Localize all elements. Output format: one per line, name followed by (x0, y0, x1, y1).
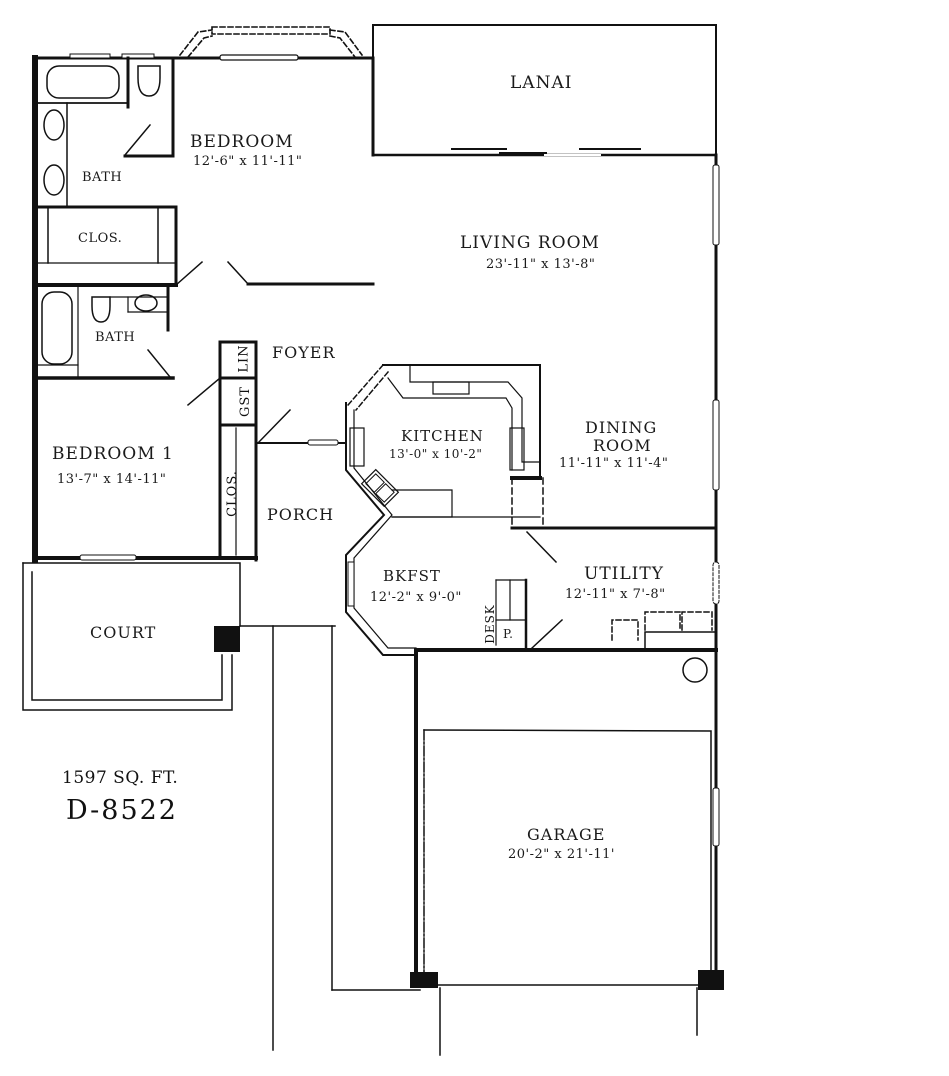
label-linen: LIN (236, 344, 252, 373)
dim-living-room: 23'-11" x 13'-8" (486, 257, 596, 272)
label-living-room: LIVING ROOM (460, 233, 600, 253)
dim-bedroom-1: 13'-7" x 14'-11" (57, 472, 167, 487)
label-master-closet: CLOS. (78, 231, 123, 246)
east-wall (712, 153, 720, 987)
master-bath-fixtures (34, 56, 175, 206)
dim-garage: 20'-2" x 21'-11' (508, 847, 615, 862)
label-foyer: FOYER (272, 343, 336, 362)
bay-window (178, 26, 364, 59)
hall-closets (186, 340, 292, 562)
dim-master-bedroom: 12'-6" x 11'-11" (193, 154, 303, 169)
master-bedroom-doors (174, 260, 375, 287)
master-wing-walls (32, 53, 718, 563)
label-lanai: LANAI (510, 73, 573, 93)
master-closet-walls (33, 205, 178, 287)
label-guest-closet: GST (237, 386, 253, 417)
label-pantry: P. (503, 627, 514, 641)
bath-2-fixtures (33, 283, 175, 380)
utility-fixtures (495, 578, 717, 652)
label-dining-room-line2: ROOM (593, 436, 652, 455)
label-kitchen: KITCHEN (401, 427, 484, 445)
label-bath-2: BATH (95, 330, 136, 345)
dim-dining-room: 11'-11" x 11'-4" (559, 456, 669, 471)
label-master-bedroom: BEDROOM (190, 132, 294, 152)
dining-partition (510, 476, 718, 564)
square-footage: 1597 SQ. FT. (62, 768, 179, 788)
entry-door (255, 439, 346, 446)
label-porch: PORCH (267, 505, 335, 524)
label-master-bath: BATH (82, 170, 123, 185)
label-bedroom-1: BEDROOM 1 (52, 444, 174, 464)
walkway-lines (272, 625, 698, 1056)
bedroom-1-bottom-wall (33, 554, 258, 561)
label-dining-room-line1: DINING (585, 418, 658, 437)
dim-utility: 12'-11" x 7'-8" (565, 587, 666, 602)
garage-walls (410, 648, 724, 990)
label-utility: UTILITY (584, 564, 664, 584)
kitchen-breakfast-walls (345, 363, 541, 656)
label-desk: DESK (482, 604, 497, 644)
dim-breakfast: 12'-2" x 9'-0" (370, 590, 462, 605)
plan-number: D-8522 (66, 795, 178, 826)
lanai-outline (372, 24, 717, 156)
label-garage: GARAGE (527, 825, 606, 844)
label-bedroom-1-closet: CLOS. (224, 470, 240, 517)
label-court: COURT (90, 623, 157, 642)
court-walls (22, 562, 336, 711)
label-breakfast: BKFST (383, 567, 441, 585)
dim-kitchen: 13'-0" x 10'-2" (389, 447, 483, 461)
